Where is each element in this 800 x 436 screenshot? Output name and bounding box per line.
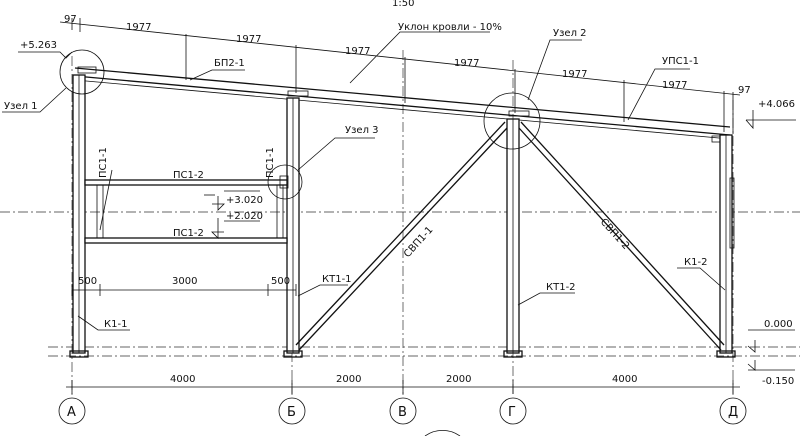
label-ups1-1: УПС1-1 [662,56,699,67]
node-3-circle [267,164,303,200]
node-2-label: Узел 2 [553,28,587,39]
grid-lines [0,50,800,395]
columns [69,74,736,358]
label-brace-right: СВП1-2 [598,217,631,252]
dim-top-6: 1977 [562,69,587,80]
mid-dimension-chain [71,284,297,296]
node-1-circle [59,49,105,95]
label-ps1-1-right: ПС1-1 [265,147,276,178]
elev-mid-upper: +3.020 [226,195,263,206]
top-dimension-chain [59,18,741,134]
elevation-marks [18,51,796,371]
grid-axis-bubbles [58,397,747,425]
label-ps1-2-lower: ПС1-2 [173,228,204,239]
elev-right-top: +4.066 [758,99,795,110]
axis-label-a: А [67,405,76,420]
node-3-label: Узел 3 [345,125,379,136]
dim-top-2: 1977 [126,22,151,33]
label-k1-2: К1-2 [684,257,707,268]
dim-bottom-1: 4000 [170,374,195,385]
bottom-dimension-chain [66,380,740,394]
scale-label: 1:50 [392,0,414,9]
braces [295,121,725,351]
roof-slope-label: Уклон кровли - 10% [398,22,502,33]
label-kt1-1: КТ1-1 [322,274,352,285]
label-bp2-1: БП2-1 [214,58,245,69]
dim-top-3: 1977 [236,34,261,45]
elev-ground: 0.000 [764,319,793,330]
axis-label-g: Г [508,405,516,420]
dim-bottom-3: 2000 [446,374,471,385]
elev-mid-lower: +2.020 [226,211,263,222]
node-2-circle [483,92,541,150]
label-brace-left: СВП1-1 [402,225,435,260]
dim-top-4: 1977 [345,46,370,57]
label-ps1-2-upper: ПС1-2 [173,170,204,181]
elev-base: -0.150 [762,376,794,387]
dim-mid-1: 500 [78,276,97,287]
axis-label-v: В [398,405,407,420]
axis-label-b: Б [287,405,296,420]
dim-mid-3: 500 [271,276,290,287]
elev-left-top: +5.263 [20,40,57,51]
dim-top-5: 1977 [454,58,479,69]
dim-top-8: 97 [738,85,751,96]
node-callouts [2,39,582,436]
dim-bottom-4: 4000 [612,374,637,385]
dim-top-7: 1977 [662,80,687,91]
label-kt1-2: КТ1-2 [546,282,576,293]
dim-bottom-2: 2000 [336,374,361,385]
label-k1-1: К1-1 [104,319,127,330]
dim-top-1: 97 [64,14,77,25]
roof-beam [74,66,731,143]
struts [84,175,289,244]
axis-label-d: Д [728,405,738,420]
label-ps1-1-left: ПС1-1 [98,147,109,178]
node-1-label: Узел 1 [4,101,38,112]
dim-mid-2: 3000 [172,276,197,287]
leaders [77,31,726,331]
